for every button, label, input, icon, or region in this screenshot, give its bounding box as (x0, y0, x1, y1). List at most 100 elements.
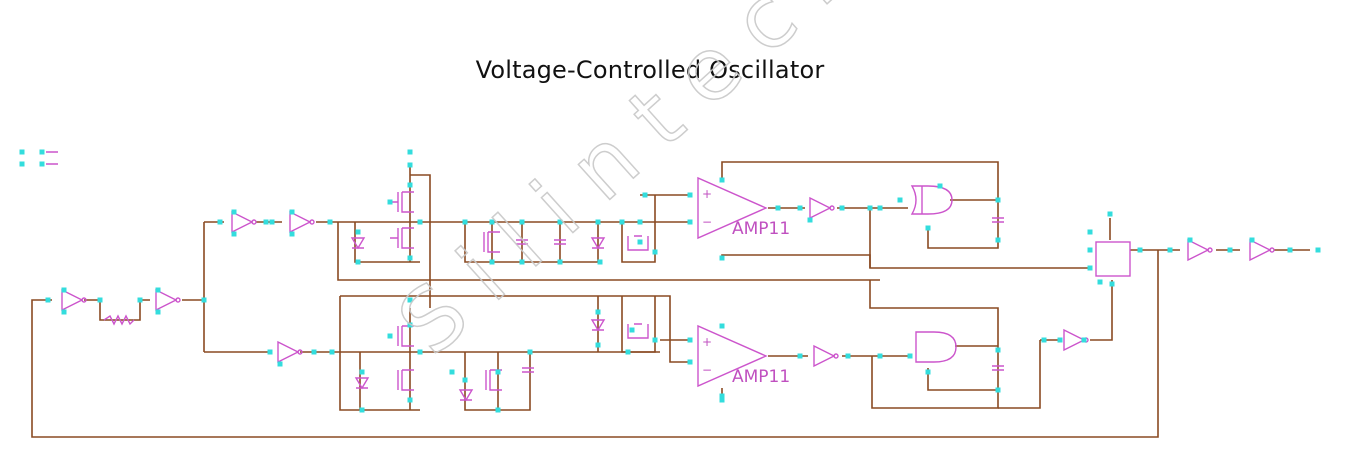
connection-pin (407, 182, 413, 188)
connection-pin (19, 161, 25, 167)
connection-pin (995, 387, 1001, 393)
connection-pin (595, 219, 601, 225)
nmos-lower-2 (397, 369, 414, 391)
connection-pin (1097, 279, 1103, 285)
connection-pin (217, 219, 223, 225)
pins (19, 149, 1321, 413)
connection-pin (719, 323, 725, 329)
connection-pin (845, 353, 851, 359)
connection-pin (407, 322, 413, 328)
connection-pin (137, 297, 143, 303)
amp-signs: + − + − (702, 187, 712, 377)
connection-pin (417, 219, 423, 225)
connection-pin (1167, 247, 1173, 253)
connection-pin (449, 369, 455, 375)
connection-pin (359, 369, 365, 375)
buffer-3 (231, 210, 254, 234)
connection-pin (797, 205, 803, 211)
connection-pin (1081, 337, 1087, 343)
connection-pin (263, 219, 269, 225)
amp11-upper (697, 176, 768, 240)
connection-pin (719, 393, 725, 399)
diode-mid (590, 237, 606, 250)
connection-pin (687, 359, 693, 365)
connection-pin (595, 342, 601, 348)
buffer-8 (1063, 328, 1086, 352)
amp11-lower-label: AMP11 (732, 367, 790, 387)
connection-pin (489, 219, 495, 225)
connection-pin (629, 327, 635, 333)
connection-pin (937, 183, 943, 189)
connection-pin (489, 259, 495, 265)
connection-pin (407, 149, 413, 155)
connection-pin (359, 407, 365, 413)
amp11-upper-label: AMP11 (732, 219, 790, 239)
connection-pin (231, 209, 237, 215)
cap-5 (992, 365, 1004, 371)
connection-pin (155, 287, 161, 293)
connection-pin (652, 337, 658, 343)
connection-pin (719, 397, 725, 403)
connection-pin (1087, 265, 1093, 271)
connection-pin (557, 219, 563, 225)
connection-pin (775, 205, 781, 211)
connection-pin (289, 231, 295, 237)
connection-pin (417, 349, 423, 355)
buffer-out-2 (1249, 238, 1272, 262)
nmos-pair-lower (627, 323, 649, 339)
buffer-6 (809, 196, 832, 220)
connection-pin (595, 309, 601, 315)
connection-pin (625, 349, 631, 355)
buffer-2 (155, 288, 178, 312)
diode-lower-2 (458, 389, 474, 402)
connection-pin (355, 229, 361, 235)
svg-text:−: − (702, 215, 712, 229)
connection-pin (45, 297, 51, 303)
connection-pin (97, 297, 103, 303)
components (46, 151, 1275, 402)
diode-upper (350, 237, 366, 250)
connection-pin (619, 219, 625, 225)
connection-pin (1087, 247, 1093, 253)
connection-pin (462, 377, 468, 383)
connection-pin (277, 361, 283, 367)
connection-pin (61, 309, 67, 315)
connection-pin (19, 149, 25, 155)
nmos-mid (483, 231, 500, 253)
buffer-4 (289, 210, 312, 234)
connection-pin (407, 162, 413, 168)
resistor (103, 314, 135, 326)
connection-pin (327, 219, 333, 225)
connection-pin (642, 192, 648, 198)
logic-block (1095, 241, 1131, 277)
connection-pin (407, 255, 413, 261)
connection-pin (155, 309, 161, 315)
connection-pin (407, 297, 413, 303)
connection-pin (355, 259, 361, 265)
buffer-7 (813, 344, 836, 368)
connection-pin (289, 209, 295, 215)
connection-pin (61, 287, 67, 293)
cap-1 (516, 239, 528, 245)
connection-pin (839, 205, 845, 211)
connection-pin (807, 217, 813, 223)
connection-pin (1287, 247, 1293, 253)
connection-pin (1137, 247, 1143, 253)
connection-pin (267, 349, 273, 355)
and-gate-lower (915, 331, 957, 363)
connection-pin (637, 239, 643, 245)
diode-mid-lower (590, 319, 606, 332)
connection-pin (652, 249, 658, 255)
connection-pin (597, 259, 603, 265)
connection-pin (1315, 247, 1321, 253)
diagram-title: Voltage-Controlled Oscillator (475, 56, 825, 84)
connection-pin (519, 219, 525, 225)
connection-pin (557, 259, 563, 265)
connection-pin (1227, 247, 1233, 253)
svg-text:+: + (702, 335, 712, 349)
connection-pin (995, 197, 1001, 203)
cap-2 (554, 239, 566, 245)
connection-pin (687, 337, 693, 343)
